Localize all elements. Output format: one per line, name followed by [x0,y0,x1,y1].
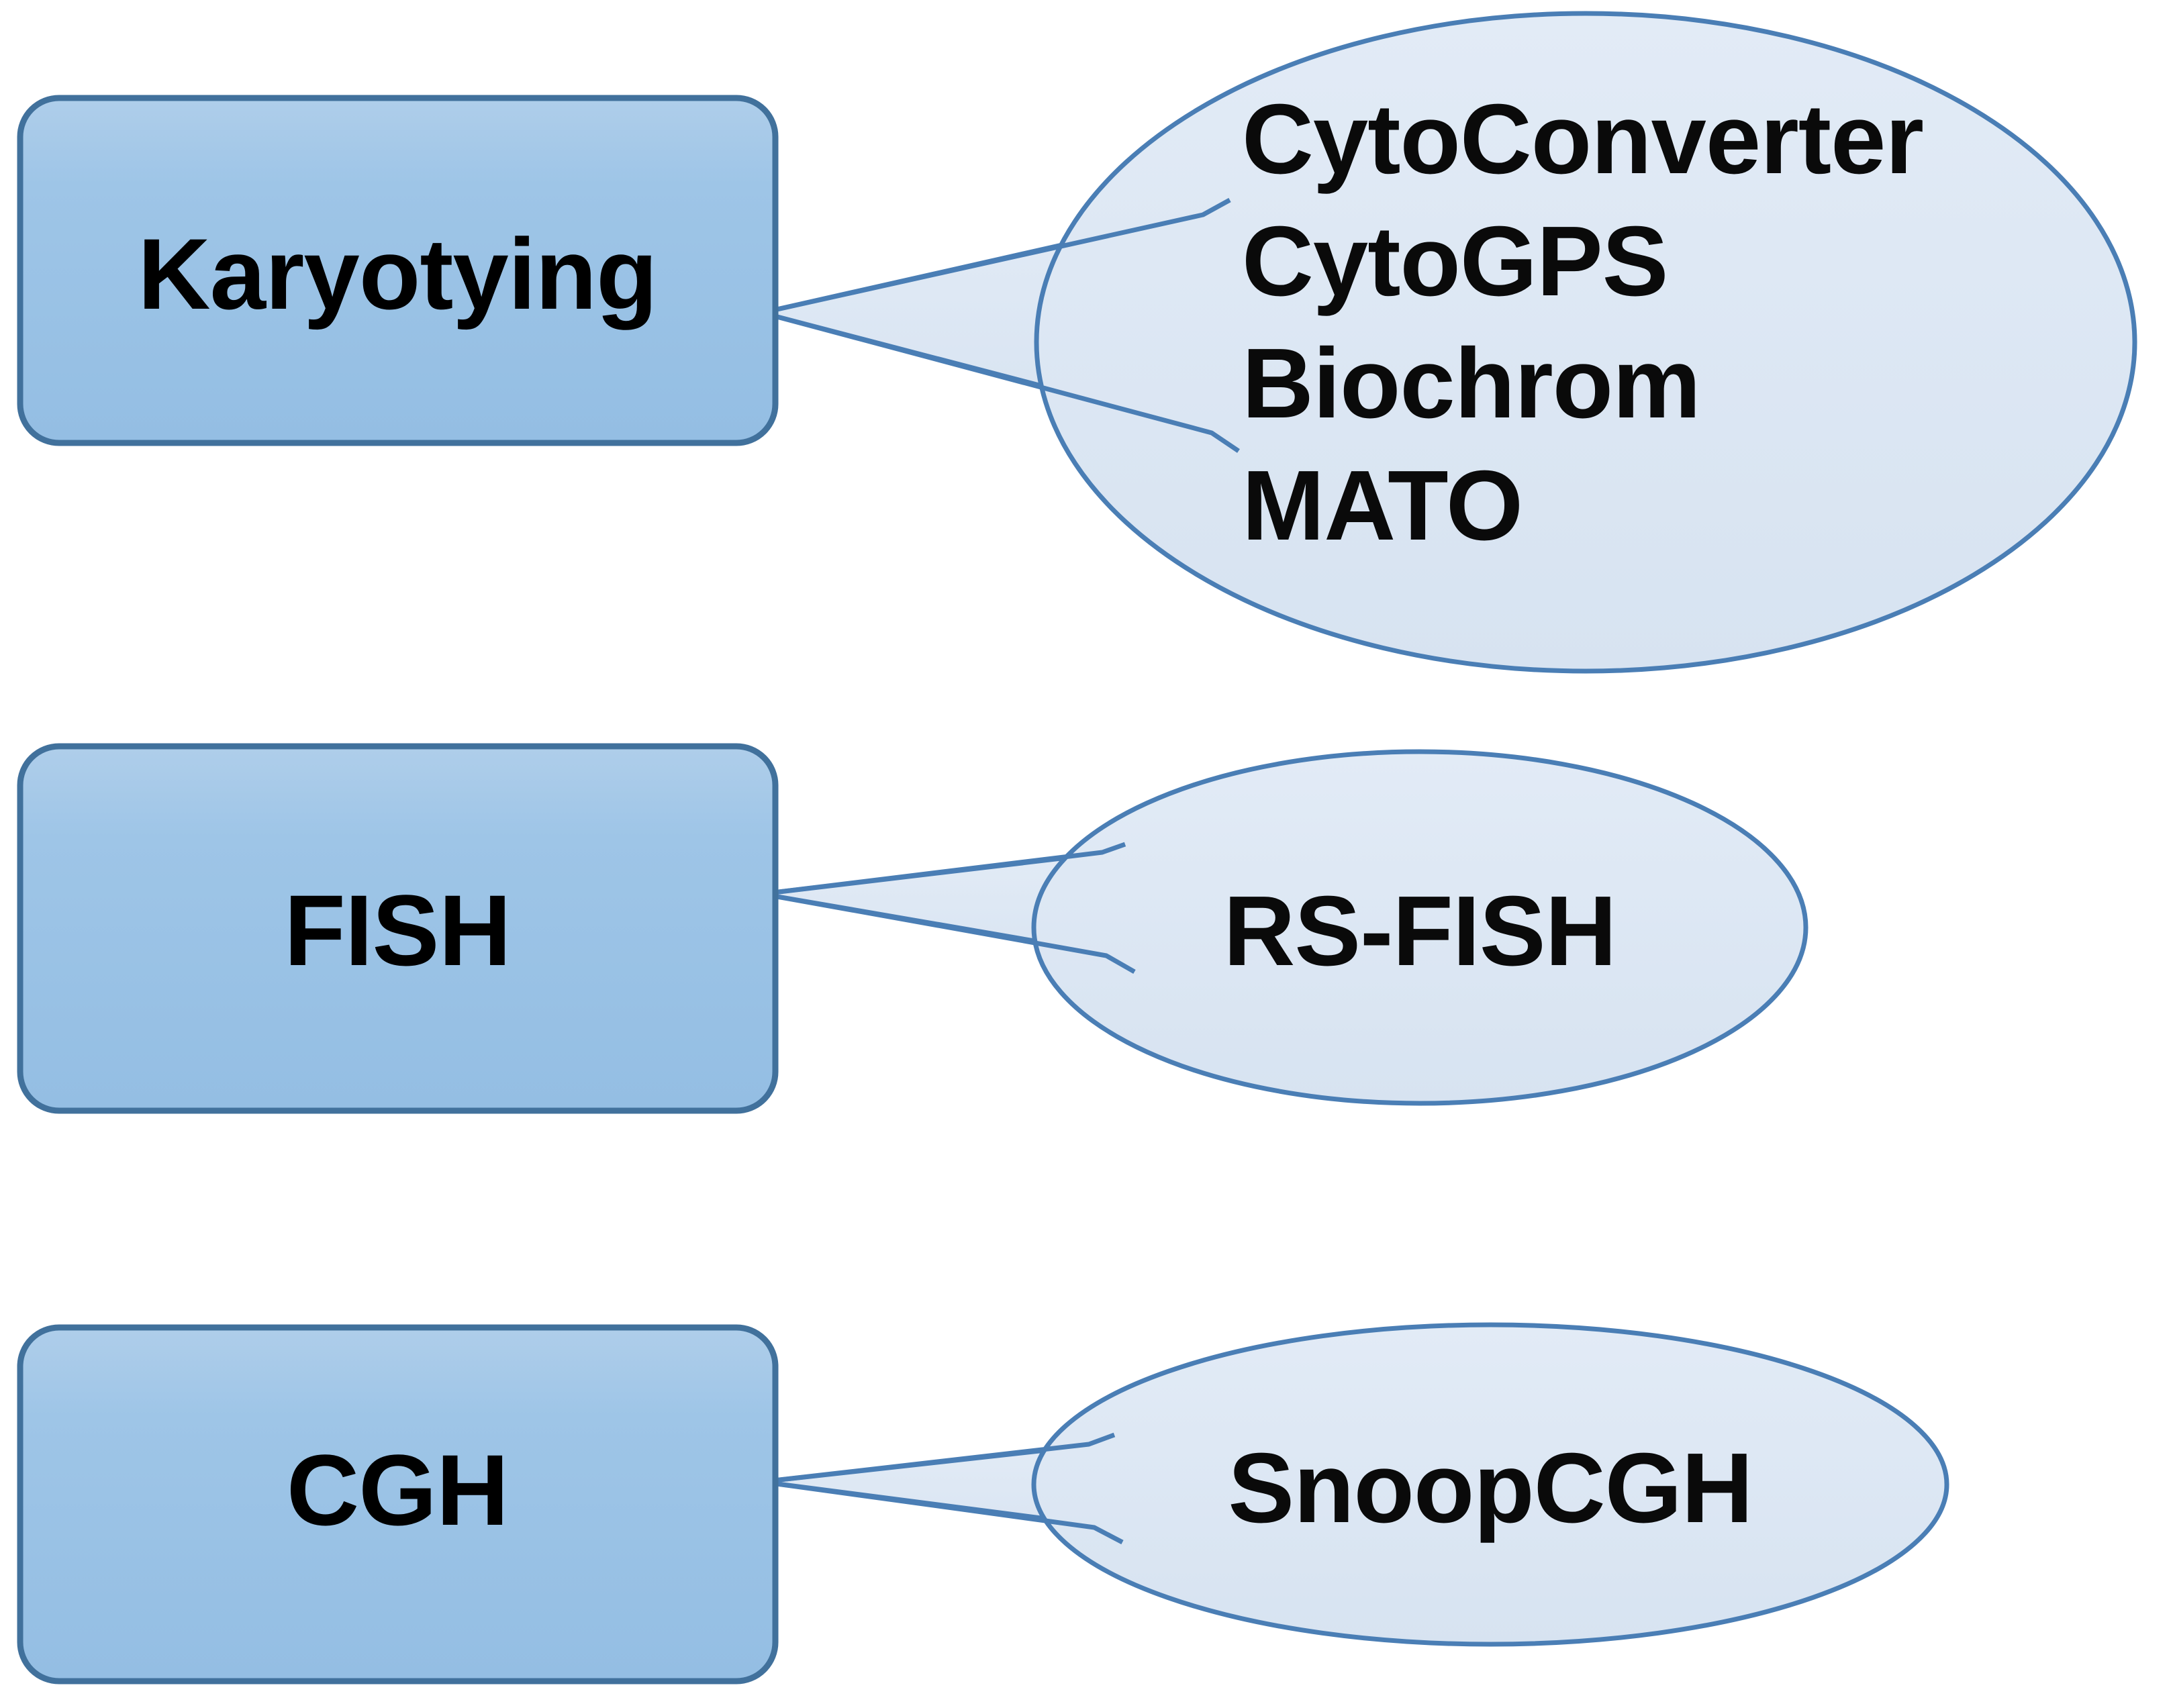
callout-bubble-karyotyping [1034,11,2137,674]
technique-box-cgh[interactable] [17,1324,779,1685]
row-fish: FISH RS-FISH [17,743,1808,1114]
tool-label-karyotyping-3: MATO [1242,450,1523,561]
tool-label-karyotyping-2: Biochrom [1242,328,1700,439]
technique-box-karyotyping[interactable] [17,95,779,446]
callout-tail-outline2-cgh [761,1479,1124,1545]
callout-bubble-fish [1031,749,1808,1106]
tool-label-karyotyping-1: CytoGPS [1242,206,1668,317]
tool-label-karyotyping-0: CytoConverter [1242,84,1923,195]
callout-bubble-cgh [1031,1322,1949,1647]
row-cgh: CGH SnoopCGH [17,1322,1949,1685]
callout-tail-outline2-fish [761,891,1136,974]
tool-label-cgh-0: SnoopCGH [1228,1433,1752,1544]
callout-tail-outline-karyotyping [761,197,1231,315]
technique-label-fish: FISH [284,874,511,987]
technique-label-cgh: CGH [287,1434,508,1546]
callout-tail-outline-cgh [761,1432,1116,1485]
technique-box-fish[interactable] [17,743,779,1114]
technique-label-karyotyping: Karyotying [138,217,657,330]
callout-tail-outline-fish [761,842,1126,897]
row-karyotyping: Karyotying CytoConverter CytoGPS Biochro… [17,11,2137,674]
tool-label-fish-0: RS-FISH [1224,876,1616,987]
callout-tail-outline2-karyotyping [761,310,1240,453]
